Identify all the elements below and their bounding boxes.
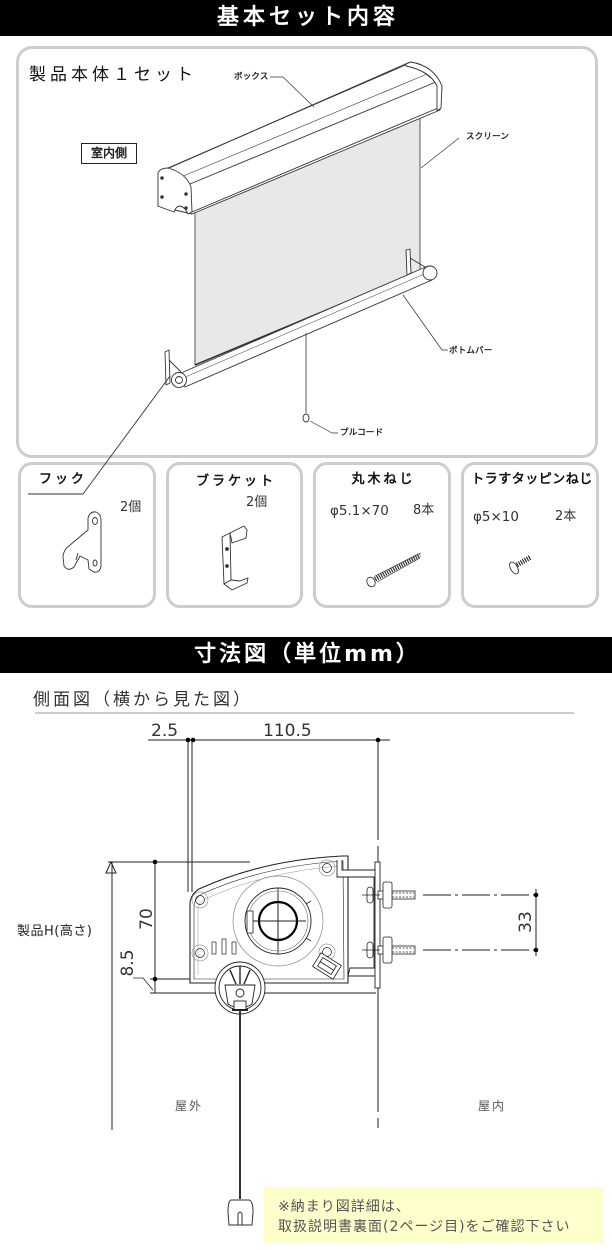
dim-label-wall-gap: 2.5 — [151, 721, 179, 741]
dim-label-bracket-pitch: 33 — [516, 911, 536, 933]
part-qty-hook: 2個 — [120, 500, 142, 515]
part-qty-wood-screw: 8本 — [413, 503, 435, 518]
outdoor-label: 屋外 — [175, 1099, 204, 1113]
section-header-contents: 基本セット内容 — [0, 0, 612, 36]
part-name-bracket: ブラケット — [195, 474, 276, 489]
dim-label-bottom-offset: 8.5 — [118, 949, 138, 977]
pull-mechanism — [214, 961, 266, 1015]
dim-label-depth: 110.5 — [263, 721, 312, 741]
roller-tube — [257, 900, 299, 942]
main-panel-title: 製品本体１セット — [29, 65, 197, 85]
height-arrow-icon — [105, 860, 117, 874]
part-panel-wood-screw — [313, 462, 451, 608]
indoor-side-label: 室内側 — [81, 143, 137, 164]
callout-bottom-bar: ボトムバー — [449, 346, 493, 356]
callout-screen: スクリーン — [466, 132, 510, 142]
part-name-wood-screw: 丸木ねじ — [351, 472, 416, 487]
headbox-section-outline — [189, 855, 349, 984]
part-name-hook: フック — [39, 472, 88, 487]
wall-screw-bottom — [362, 936, 416, 964]
product-height-label: 製品H(高さ) — [17, 924, 93, 939]
part-name-tapping-screw: トラすタッピンねじ — [471, 472, 593, 487]
indoor-label: 屋内 — [478, 1099, 507, 1113]
mounting-bracket — [336, 860, 379, 977]
part-spec-wood-screw: φ5.1×70 — [330, 503, 389, 519]
main-product-panel — [16, 46, 598, 458]
installation-note: ※納まり図詳細は、 取扱説明書裏面(2ページ目)をご確認下さい — [264, 1187, 604, 1243]
wall-screw-top — [362, 881, 416, 909]
side-view-drawing — [35, 712, 574, 1226]
callout-pull-cord: プルコード — [340, 428, 384, 438]
pull-cord-knob-icon — [227, 1199, 254, 1226]
dim-label-box-height: 70 — [137, 908, 157, 930]
callout-box: ボックス — [234, 72, 269, 82]
part-panel-tapping-screw — [461, 462, 599, 608]
note-line-2: 取扱説明書裏面(2ページ目)をご確認下さい — [278, 1219, 571, 1235]
dimension-dots — [152, 737, 539, 982]
part-qty-tapping-screw: 2本 — [555, 509, 577, 524]
part-spec-tapping-screw: φ5×10 — [473, 509, 519, 525]
side-view-subtitle: 側面図（横から見た図） — [33, 690, 253, 710]
note-line-1: ※納まり図詳細は、 — [278, 1199, 411, 1215]
part-qty-bracket: 2個 — [246, 495, 268, 510]
section-header-dimensions: 寸法図（単位mm） — [0, 637, 612, 673]
